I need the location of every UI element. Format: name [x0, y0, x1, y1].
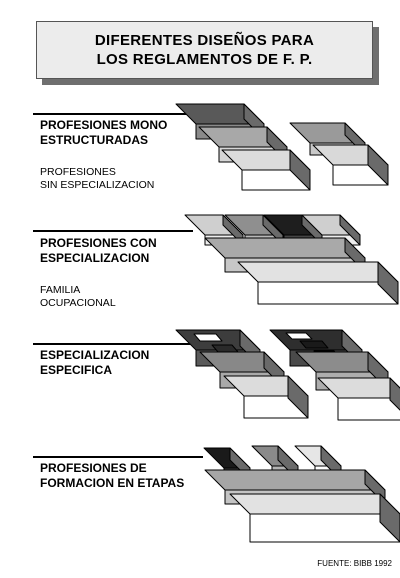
- stage-base-side: [379, 493, 400, 543]
- title-line-2: LOS REGLAMENTOS DE F. P.: [96, 51, 313, 68]
- stack-a-lower-side: [289, 149, 311, 191]
- section-1-label-line-2: ESTRUCTURADAS: [40, 133, 148, 147]
- specific-b-inlay-1: [285, 332, 313, 340]
- spec-base-side: [377, 261, 399, 305]
- stage-base-front: [249, 513, 400, 543]
- section-3-label-line-2: ESPECIFICA: [40, 363, 113, 377]
- section-2-label-line-2: ESPECIALIZACION: [40, 251, 150, 265]
- spec-base-top: [237, 261, 399, 283]
- section-4-rule: [33, 456, 203, 458]
- specific-b-lower-side: [389, 377, 400, 411]
- title-line-1: DIFERENTES DISEÑOS PARA: [94, 32, 315, 49]
- section-2-label-line-1: PROFESIONES CON: [40, 236, 157, 250]
- specific-a-inlay-1: [193, 333, 223, 342]
- section-1-sub-line-2: SIN ESPECIALIZACION: [40, 179, 155, 191]
- specific-b-lower-top: [317, 377, 400, 399]
- source-note: FUENTE: BIBB 1992: [317, 559, 392, 568]
- stage-base-top: [229, 493, 400, 515]
- section-4-label-line-2: FORMACION EN ETAPAS: [40, 476, 185, 490]
- section-4-label-line-1: PROFESIONES DE: [40, 461, 147, 475]
- specific-b-lower-front: [337, 397, 400, 421]
- section-2-rule: [33, 230, 193, 232]
- section-1-label-line-1: PROFESIONES MONO: [40, 118, 168, 132]
- section-2-sub-line-1: FAMILIA: [40, 284, 81, 296]
- specific-b-inlay-2: [299, 340, 329, 349]
- title-box: DIFERENTES DISEÑOS PARA LOS REGLAMENTOS …: [36, 21, 373, 79]
- section-1-sub-line-1: PROFESIONES: [40, 166, 116, 178]
- section-3-label-line-1: ESPECIALIZACION: [40, 348, 150, 362]
- spec-top-4-side: [339, 214, 361, 246]
- section-2-sub-line-2: OCUPACIONAL: [40, 297, 116, 309]
- spec-middle-top: [204, 237, 366, 259]
- spec-base-front: [257, 281, 399, 305]
- section-1-rule: [33, 113, 193, 115]
- specific-a-lower-side: [287, 375, 309, 419]
- stage-middle-top: [204, 469, 386, 491]
- section-3-rule: [33, 343, 193, 345]
- stack-b-lower-side: [367, 144, 389, 186]
